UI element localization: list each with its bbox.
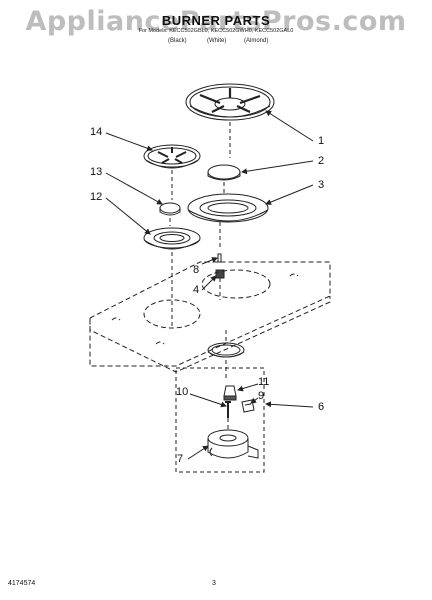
o-ring-part (207, 342, 245, 358)
color-black: (Black) (168, 38, 187, 44)
large-burner-cap-part (185, 83, 275, 121)
page-title: BURNER PARTS (161, 13, 271, 28)
small-burner-ring-part (143, 227, 201, 250)
callout-12: 12 (90, 191, 103, 203)
page-number: 3 (212, 580, 216, 587)
small-burner-cap-part (143, 144, 201, 169)
callout-7: 7 (177, 453, 184, 465)
callout-11: 11 (258, 376, 270, 388)
large-burner-insert-part (207, 164, 241, 181)
models-line: For Models: KECC502GBL0, KECC502GWH0, KE… (138, 28, 294, 34)
igniter-part (215, 253, 225, 300)
watermark: AppliancePartsPros.com (25, 6, 407, 37)
callout-13: 13 (90, 166, 103, 178)
callout-9: 9 (258, 390, 265, 402)
color-white: (White) (207, 38, 227, 44)
callout-6: 6 (318, 401, 325, 413)
orifice-holder-part (223, 385, 237, 401)
cooktop-panel (89, 261, 331, 373)
spacer-part (241, 399, 255, 413)
color-almond: (Almond) (244, 38, 269, 44)
callout-1: 1 (318, 135, 325, 147)
small-burner-insert-part (159, 202, 181, 216)
burner-base-part (207, 429, 259, 459)
callout-14: 14 (90, 126, 103, 138)
screw-part (225, 401, 231, 418)
callout-2: 2 (318, 155, 325, 167)
callout-4: 4 (193, 284, 200, 296)
document-number: 4174574 (8, 580, 36, 587)
callout-10: 10 (176, 386, 189, 398)
callout-3: 3 (318, 179, 325, 191)
large-burner-ring-part (187, 193, 269, 223)
leader-lines (105, 110, 314, 460)
burner-base-assembly-box (175, 367, 265, 473)
callout-8: 8 (193, 264, 200, 276)
